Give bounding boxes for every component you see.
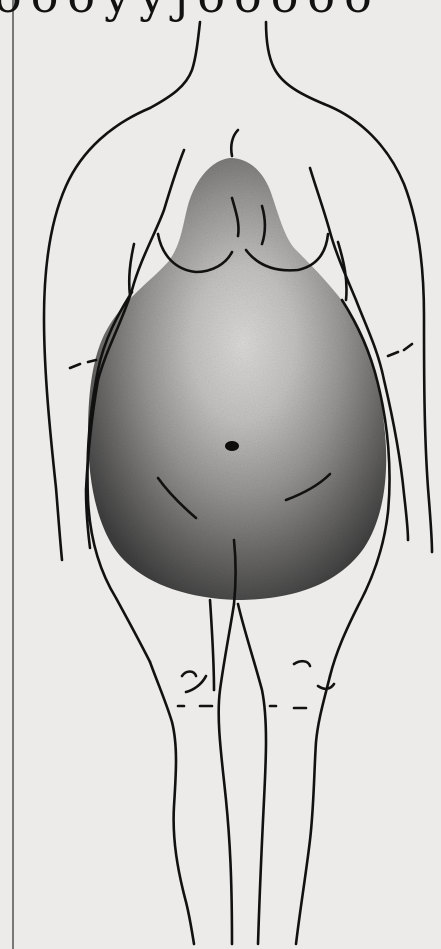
neck-left-line: [150, 22, 200, 108]
right-leg-inner-line: [238, 604, 266, 944]
right-knee-fold: [318, 684, 334, 689]
right-knee-mark: [294, 661, 310, 666]
right-elbow-mark-2: [404, 344, 412, 350]
right-arm-fold-line: [338, 242, 347, 300]
left-leg-inner-line: [219, 604, 234, 944]
right-elbow-mark: [388, 352, 398, 356]
navel-dot: [225, 441, 239, 451]
left-knee-mark: [182, 672, 196, 677]
left-elbow-mark-2: [88, 360, 96, 362]
right-leg-outer-line: [296, 676, 330, 944]
left-knee-fold: [186, 676, 206, 692]
sternum-mark: [231, 130, 238, 156]
left-thigh-inner-line: [210, 600, 214, 690]
left-elbow-mark: [70, 364, 80, 368]
neck-right-line: [266, 22, 324, 104]
left-leg-outer-line: [150, 662, 194, 944]
